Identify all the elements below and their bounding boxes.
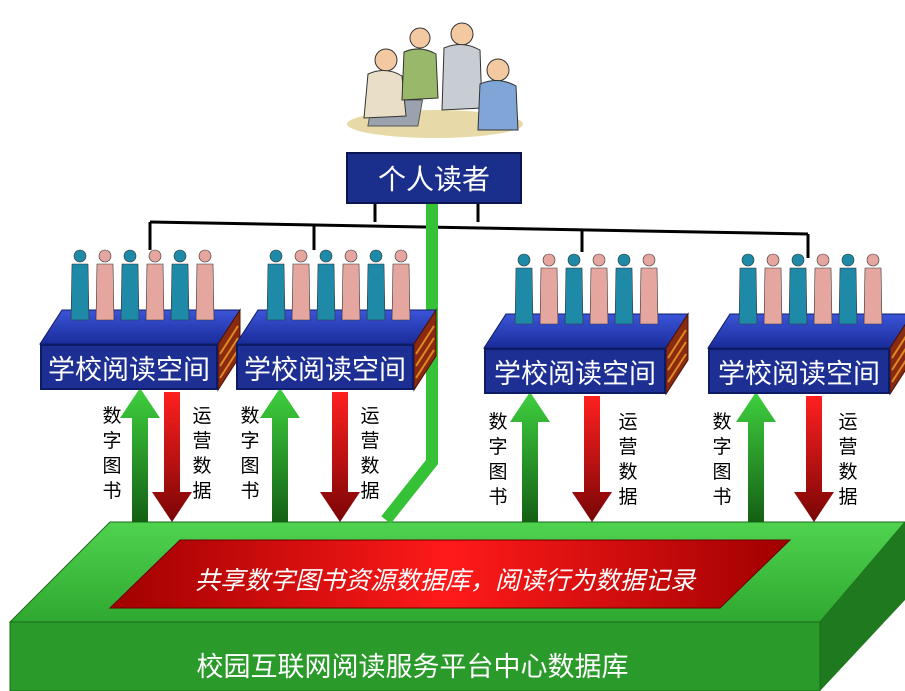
reader-label: 个人读者: [377, 163, 490, 196]
school-label: 学校阅读空间: [718, 358, 880, 390]
school-box-3d-3: [483, 312, 689, 396]
school-people-4: [738, 253, 883, 325]
school-people-2: [266, 249, 411, 321]
school-box-3d-1: [39, 308, 241, 392]
digital-books-label: 数字图书: [240, 405, 260, 502]
readers-group-icon: [347, 22, 523, 138]
connector-lines: [148, 204, 810, 258]
operation-data-label: 运营数据: [192, 405, 212, 502]
operation-data-label: 运营数据: [838, 411, 858, 508]
operation-data-label: 运营数据: [618, 411, 638, 508]
school-label: 学校阅读空间: [48, 354, 210, 386]
school-label: 学校阅读空间: [244, 354, 406, 386]
shared-db-strip: [108, 539, 792, 609]
up-arrow-3: [260, 388, 300, 522]
school-box-3d-2: [235, 308, 437, 392]
reader-link-line: [381, 204, 438, 524]
school-label: 学校阅读空间: [494, 358, 656, 390]
down-arrow-4: [320, 392, 360, 522]
school-people-3: [514, 253, 659, 325]
digital-books-label: 数字图书: [102, 405, 122, 502]
school-box-4: 学校阅读空间: [708, 348, 890, 394]
up-arrow-1: [120, 388, 160, 522]
shared-db-label: 共享数字图书资源数据库，阅读行为数据记录: [194, 566, 695, 595]
up-arrow-5: [510, 392, 550, 522]
digital-books-label: 数字图书: [712, 411, 732, 508]
school-people-1: [70, 249, 215, 321]
down-arrow-2: [152, 392, 192, 522]
school-box-1: 学校阅读空间: [40, 344, 218, 390]
school-box-2: 学校阅读空间: [236, 344, 414, 390]
operation-data-label: 运营数据: [360, 405, 380, 502]
platform-label: 校园互联网阅读服务平台中心数据库: [196, 651, 629, 683]
school-box-3: 学校阅读空间: [484, 348, 666, 394]
up-arrow-7: [736, 392, 776, 522]
digital-books-label: 数字图书: [488, 411, 508, 508]
reader-box: 个人读者: [346, 152, 522, 204]
down-arrow-6: [572, 396, 612, 522]
down-arrow-8: [794, 396, 834, 522]
